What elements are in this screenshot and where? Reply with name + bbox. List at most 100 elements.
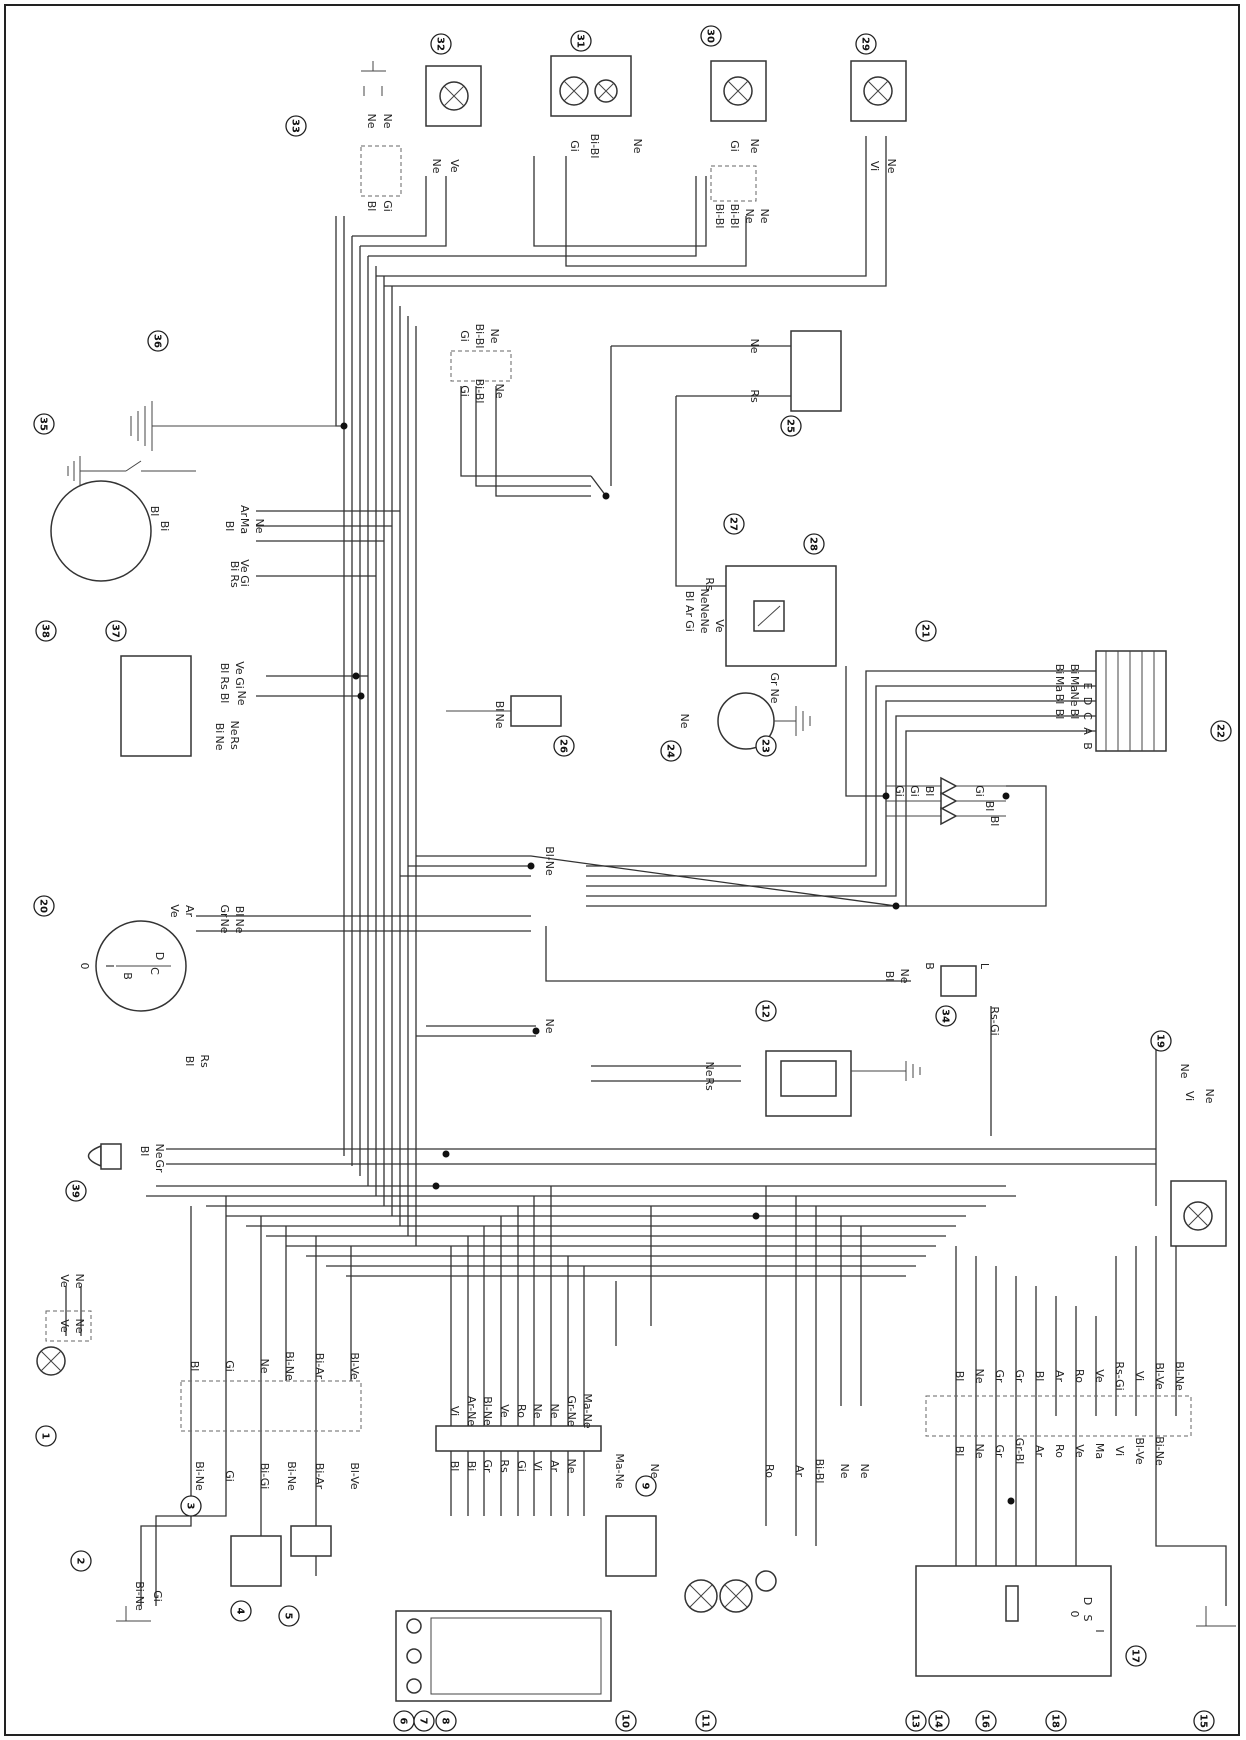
- wire-code-label: Bi: [228, 561, 241, 572]
- wire-code-label: Ne: [698, 589, 711, 604]
- wire-code-label: Gr: [993, 1369, 1006, 1383]
- callout-35: 35: [33, 413, 55, 435]
- callout-17: 17: [1125, 1645, 1147, 1667]
- wire-code-label: Ne: [678, 714, 691, 729]
- wire-code-label: Bl-Ve: [1153, 1362, 1166, 1390]
- wire-code-label: Bl-Ne: [1173, 1361, 1186, 1391]
- battery-25: [790, 330, 842, 412]
- wire-code-label: Vi: [531, 1461, 544, 1471]
- wire-code-label: Bi-Ne: [193, 1461, 206, 1491]
- wire-code-label: Gi: [973, 785, 986, 797]
- callout-number: 10: [620, 1714, 631, 1728]
- wire-code-label: Ar: [1053, 1370, 1066, 1383]
- callout-10: 10: [615, 1710, 637, 1732]
- wire-code-label: Gi: [233, 677, 246, 689]
- sidestand-34: [940, 965, 977, 997]
- wire-code-label: Gr: [768, 672, 781, 686]
- callout-33: 33: [285, 115, 307, 137]
- wire-code-label: Ar: [548, 1460, 561, 1473]
- unit-9: [605, 1515, 657, 1577]
- callout-number: 25: [785, 419, 796, 433]
- callout-13: 13: [905, 1710, 927, 1732]
- callout-32: 32: [430, 33, 452, 55]
- callout-25: 25: [780, 415, 802, 437]
- wire-code-label: Ne: [698, 604, 711, 619]
- callout-number: 9: [640, 1483, 651, 1490]
- callout-7: 7: [413, 1710, 435, 1732]
- wire-code-label: Bl-Ne: [543, 846, 556, 876]
- wire-code-label: Bi-Bl: [588, 134, 601, 159]
- wire-code-label: Ve: [713, 619, 726, 633]
- callout-34: 34: [935, 1005, 957, 1027]
- wire-code-label: S: [1081, 1615, 1094, 1622]
- callout-number: 8: [440, 1718, 451, 1725]
- wire-code-label: Ma: [1093, 1443, 1106, 1459]
- callout-number: 38: [40, 624, 51, 638]
- wire-code-label: D: [1081, 697, 1094, 705]
- wire-code-label: Vi: [1133, 1371, 1146, 1381]
- lamps-10-11: [684, 1570, 777, 1613]
- wire-code-label: Ne: [648, 1464, 661, 1479]
- horn-39: [87, 1143, 122, 1170]
- wire-code-label: Ne: [235, 691, 248, 706]
- wire-code-label: Bl: [683, 591, 696, 602]
- wire-code-label: B: [121, 972, 134, 980]
- wire-code-label: Gr: [218, 904, 231, 918]
- callout-number: 31: [575, 34, 586, 48]
- wire-code-label: I: [1093, 1629, 1106, 1632]
- wire-code-label: Bi-Ne: [285, 1461, 298, 1491]
- wire-code-label: Bi: [1068, 664, 1081, 675]
- wire-code-label: Ne: [1203, 1089, 1216, 1104]
- wire-code-label: Ne: [430, 159, 443, 174]
- callout-number: 18: [1050, 1714, 1061, 1728]
- wire-code-label: Bl-Ne: [481, 1396, 494, 1426]
- callout-36: 36: [147, 330, 169, 352]
- wire-code-label: Rs: [198, 1054, 211, 1068]
- callout-27: 27: [723, 513, 745, 535]
- callout-number: 24: [665, 744, 676, 758]
- switch-35: [67, 456, 196, 486]
- callout-number: 35: [38, 417, 49, 431]
- wire-code-label: Ve: [58, 1274, 71, 1288]
- wire-code-label: Bl: [988, 816, 1001, 827]
- wire-code-label: 0: [78, 963, 91, 970]
- wire-code-label: Bl: [218, 693, 231, 704]
- wire-code-label: Ne: [748, 339, 761, 354]
- wire-code-label: Bl: [883, 971, 896, 982]
- connector-left-block: [180, 1380, 362, 1432]
- lamp-29: [850, 60, 907, 122]
- callout-number: 5: [283, 1613, 294, 1620]
- wire-code-label: Ne: [898, 969, 911, 984]
- wire-code-label: Ar: [238, 505, 251, 518]
- wire-code-label: Ar: [793, 1465, 806, 1478]
- wire-code-label: Gi: [683, 620, 696, 632]
- wire-code-label: Ar: [1033, 1445, 1046, 1458]
- wire-code-label: Ve: [1073, 1444, 1086, 1458]
- wire-harness: [65, 136, 1227, 1606]
- wire-code-label: Ne: [543, 1019, 556, 1034]
- wire-code-label: Ne: [838, 1464, 851, 1479]
- callout-number: 23: [760, 739, 771, 753]
- wire-code-label: D: [153, 952, 166, 960]
- switch-3: [230, 1525, 332, 1587]
- panel-6-7-8: [395, 1610, 612, 1702]
- callout-number: 15: [1198, 1714, 1209, 1728]
- callout-number: 27: [728, 517, 739, 531]
- lamp-32: [425, 65, 482, 127]
- wire-code-label: Ne: [153, 1144, 166, 1159]
- wire-code-label: Ne: [213, 736, 226, 751]
- wire-code-label: Ne: [885, 159, 898, 174]
- callout-5: 5: [278, 1605, 300, 1627]
- callout-28: 28: [803, 533, 825, 555]
- wire-code-label: Bl: [983, 801, 996, 812]
- lamp-30: [710, 60, 767, 122]
- stator-38: [50, 480, 152, 582]
- callout-number: 19: [1155, 1034, 1166, 1048]
- wire-code-label: Bl: [218, 663, 231, 674]
- wire-code-label: Gi: [728, 140, 741, 152]
- junction-dots: [340, 422, 1015, 1505]
- wiring-diagram: 1234567891011121314151617181920212223242…: [33, 25, 1236, 1732]
- wire-code-label: Bl-Ve: [1133, 1437, 1146, 1465]
- wire-code-label: Bl: [1053, 694, 1066, 705]
